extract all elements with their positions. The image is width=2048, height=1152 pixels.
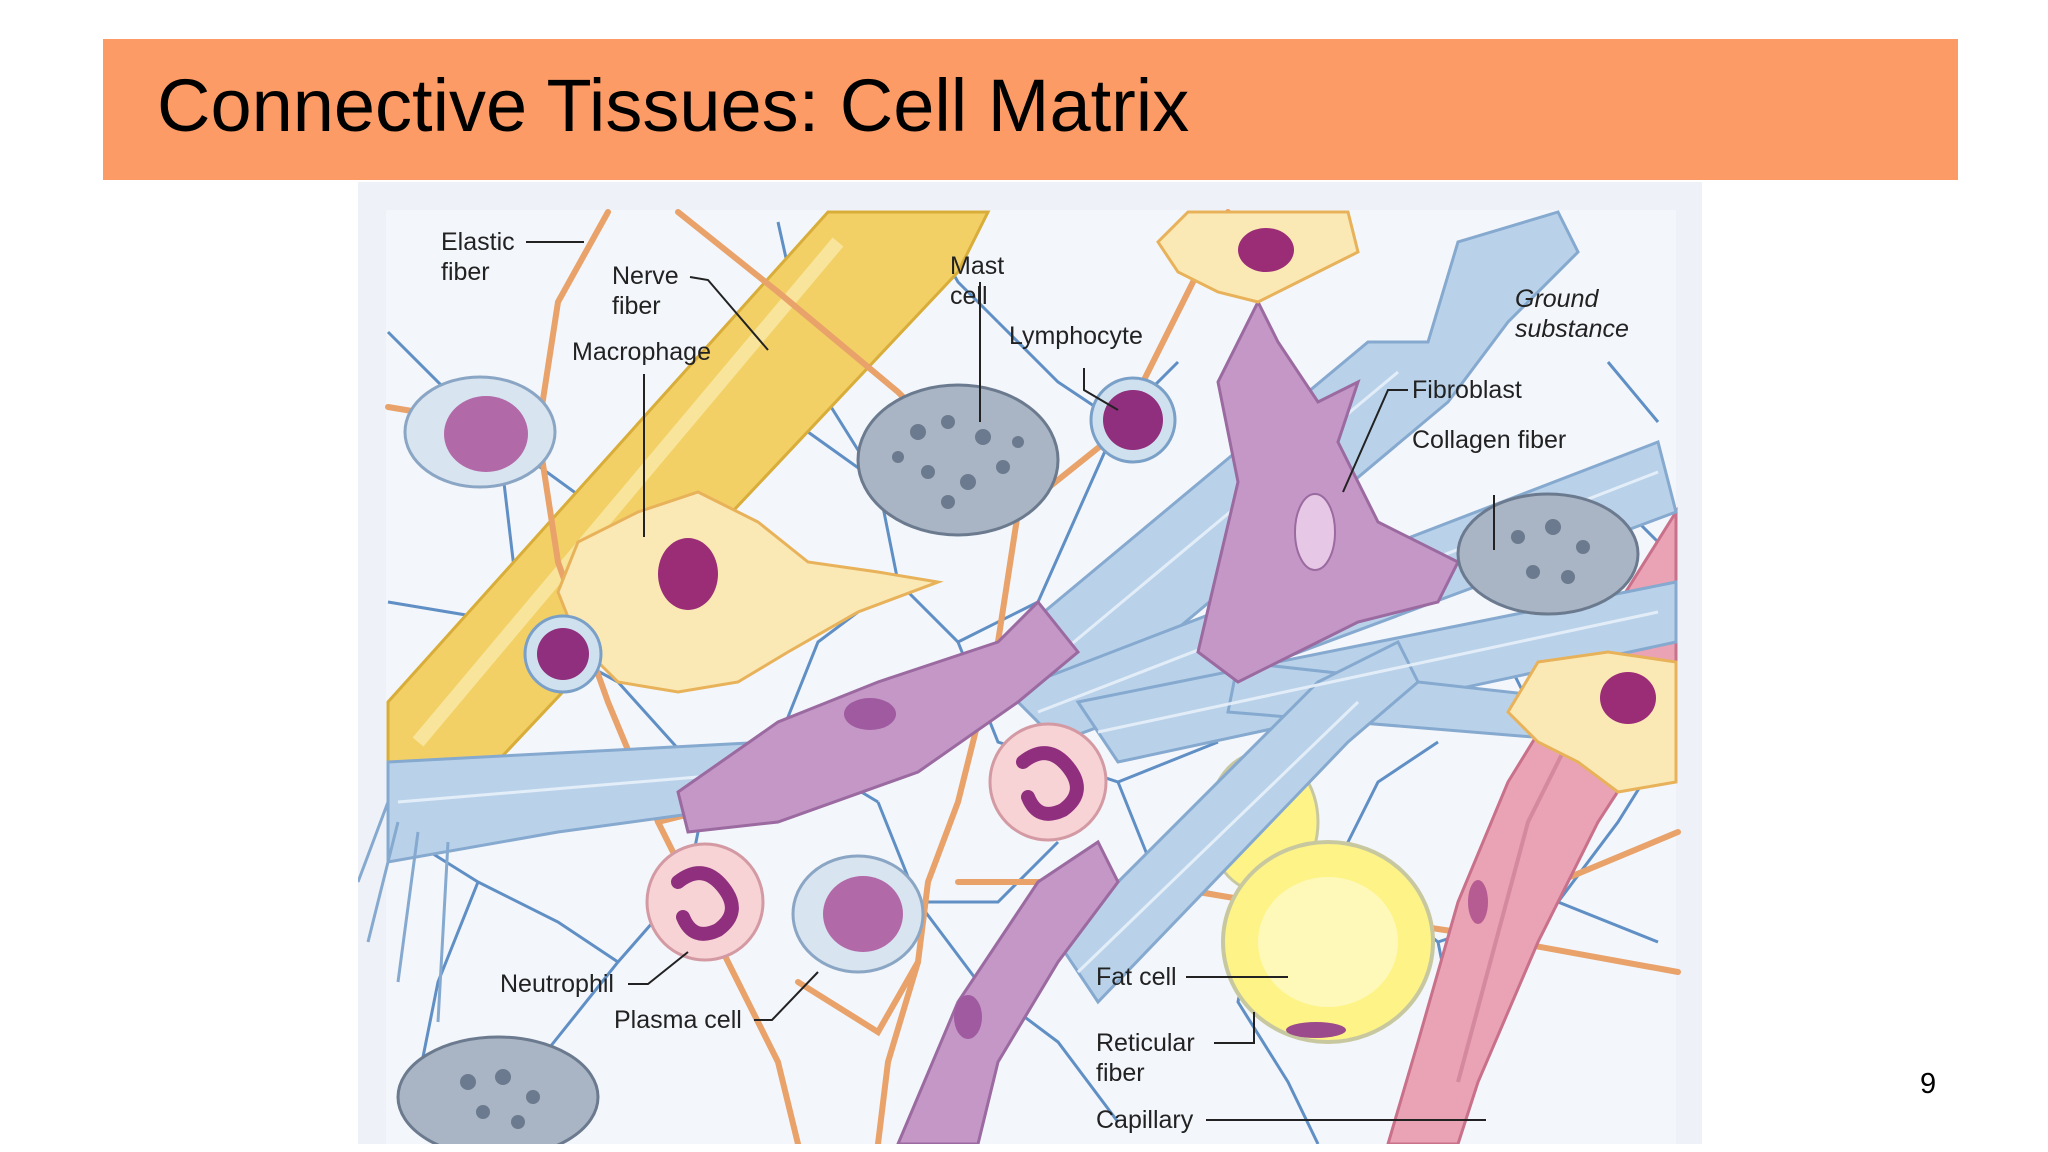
title-bar: Connective Tissues: Cell Matrix: [103, 39, 1958, 180]
label-reticular-fiber-2: fiber: [1096, 1059, 1145, 1087]
label-elastic-fiber-2: fiber: [441, 258, 490, 286]
label-fibroblast: Fibroblast: [1412, 376, 1522, 404]
label-ground-substance-1: Ground: [1515, 285, 1599, 313]
label-macrophage: Macrophage: [572, 338, 711, 366]
label-collagen-fiber: Collagen fiber: [1412, 426, 1566, 454]
connective-tissue-illustration: Elastic fiber Nerve fiber Macrophage Mas…: [358, 182, 1702, 1144]
lymphocyte: [523, 376, 1177, 694]
label-elastic-fiber-1: Elastic: [441, 228, 515, 256]
label-capillary: Capillary: [1096, 1106, 1194, 1134]
label-reticular-fiber-1: Reticular: [1096, 1029, 1195, 1057]
label-plasma-cell: Plasma cell: [614, 1006, 742, 1034]
label-mast-cell-1: Mast: [950, 252, 1004, 280]
neutrophil: [645, 722, 1108, 962]
mast-cell: [396, 383, 1640, 1144]
slide-title: Connective Tissues: Cell Matrix: [157, 64, 1190, 147]
page-number: 9: [1920, 1068, 1937, 1100]
label-nerve-fiber-2: fiber: [612, 292, 661, 320]
leader-lines: [526, 241, 1495, 1121]
label-lymphocyte: Lymphocyte: [1009, 322, 1143, 350]
label-nerve-fiber-1: Nerve: [612, 262, 679, 290]
label-mast-cell-2: cell: [950, 282, 988, 310]
label-neutrophil: Neutrophil: [500, 970, 614, 998]
label-fat-cell: Fat cell: [1096, 963, 1177, 991]
label-ground-substance-2: substance: [1515, 315, 1629, 343]
plasma-cell: [403, 375, 925, 974]
